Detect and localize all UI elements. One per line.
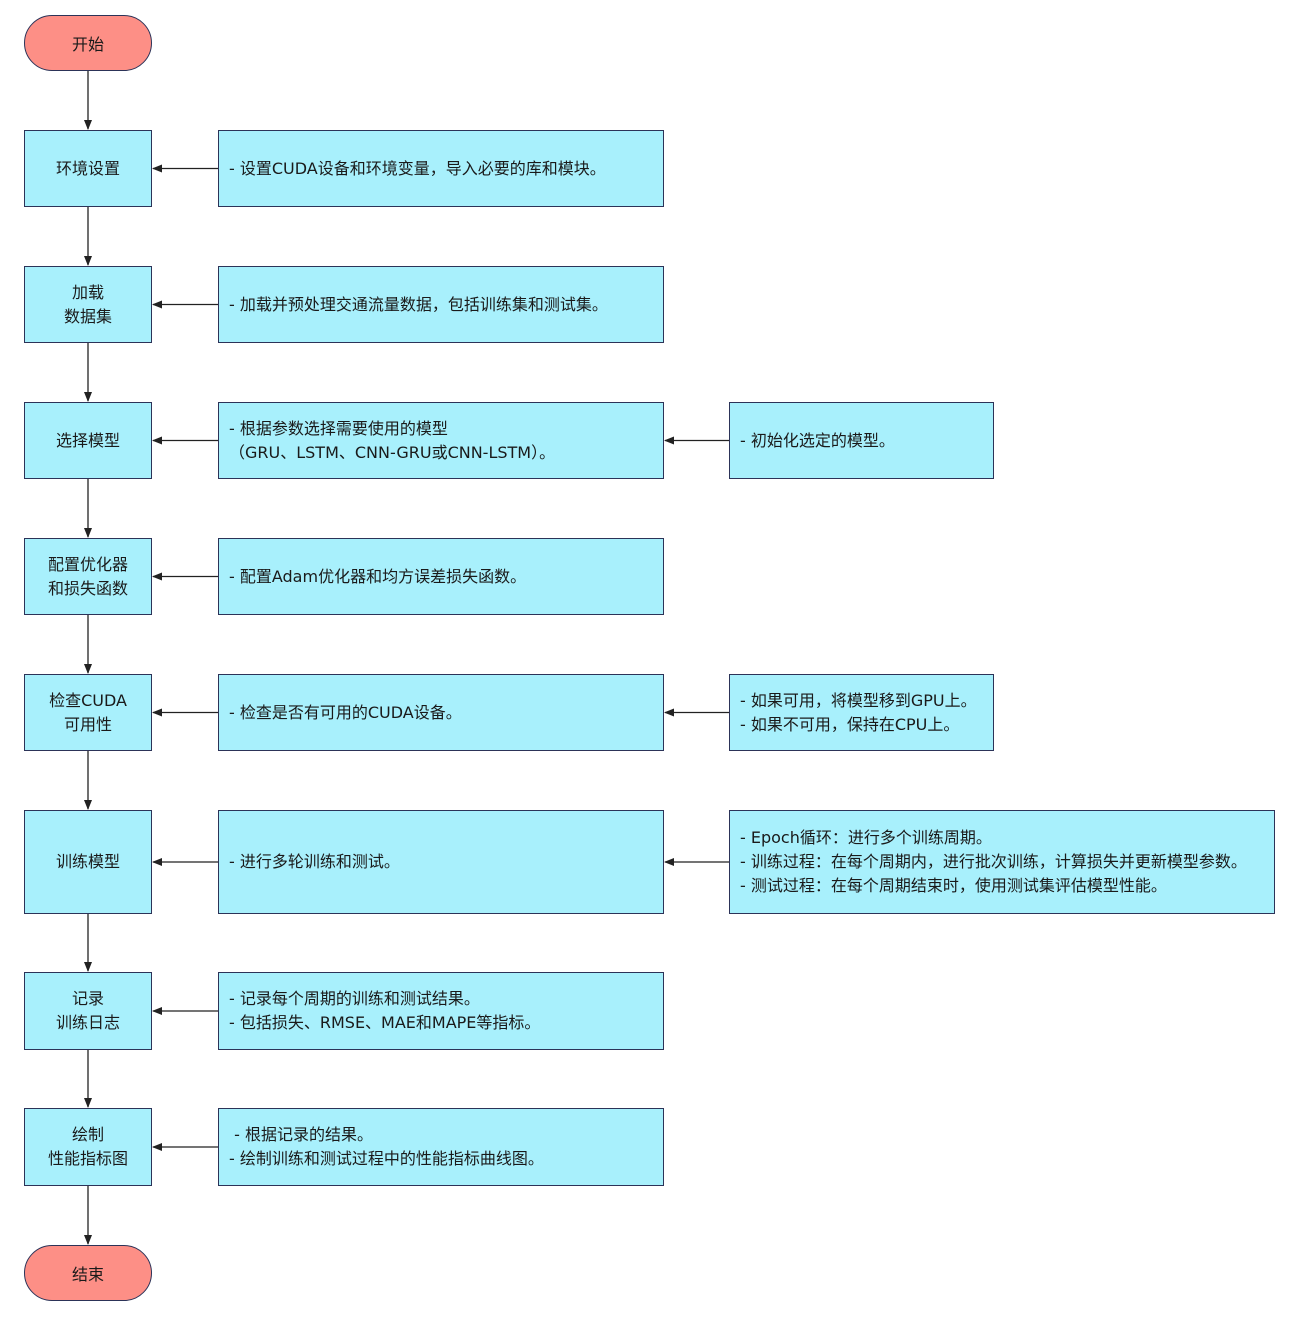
step-detail-box: - 如果可用，将模型移到GPU上。 - 如果不可用，保持在CPU上。 xyxy=(729,674,994,751)
description-line: - 检查是否有可用的CUDA设备。 xyxy=(229,702,462,722)
step-label: 选择模型 xyxy=(55,430,120,450)
step-detail-box: - 初始化选定的模型。 xyxy=(729,402,994,479)
step-description-box: - 进行多轮训练和测试。 xyxy=(218,810,664,914)
start-terminal: 开始 xyxy=(24,15,152,71)
process-step: 选择模型 xyxy=(24,402,152,479)
description-line: - 配置Adam优化器和均方误差损失函数。 xyxy=(229,566,527,586)
process-step: 训练模型 xyxy=(24,810,152,914)
process-step: 绘制 性能指标图 xyxy=(24,1108,152,1186)
description-line: - 如果可用，将模型移到GPU上。 xyxy=(740,690,977,710)
description-line: - 包括损失、RMSE、MAE和MAPE等指标。 xyxy=(229,1013,541,1032)
step-description-box: - 配置Adam优化器和均方误差损失函数。 xyxy=(218,538,664,615)
description-line: - 训练过程：在每个周期内，进行批次训练，计算损失并更新模型参数。 xyxy=(740,852,1247,871)
end-label: 结束 xyxy=(71,1265,104,1284)
description-line: - Epoch循环：进行多个训练周期。 xyxy=(740,828,992,847)
step-description-box: - 检查是否有可用的CUDA设备。 xyxy=(218,674,664,751)
process-step: 配置优化器 和损失函数 xyxy=(24,538,152,615)
process-step: 检查CUDA 可用性 xyxy=(24,674,152,751)
step-label: 加载 数据集 xyxy=(63,282,112,326)
process-step: 加载 数据集 xyxy=(24,266,152,343)
step-description-box: - 加载并预处理交通流量数据，包括训练集和测试集。 xyxy=(218,266,664,343)
description-line: - 根据参数选择需要使用的模型 xyxy=(229,418,448,438)
step-description-box: - 记录每个周期的训练和测试结果。 - 包括损失、RMSE、MAE和MAPE等指标… xyxy=(218,972,664,1050)
description-line: - 测试过程：在每个周期结束时，使用测试集评估模型性能。 xyxy=(740,876,1167,895)
step-label: 配置优化器 和损失函数 xyxy=(47,554,128,598)
description-line: - 设置CUDA设备和环境变量，导入必要的库和模块。 xyxy=(229,158,606,178)
step-description-box: - 设置CUDA设备和环境变量，导入必要的库和模块。 xyxy=(218,130,664,207)
description-line: - 根据记录的结果。 xyxy=(229,1125,373,1144)
process-step: 环境设置 xyxy=(24,130,152,207)
step-label: 环境设置 xyxy=(55,158,120,178)
description-line: - 绘制训练和测试过程中的性能指标曲线图。 xyxy=(229,1149,544,1168)
description-line: （GRU、LSTM、CNN-GRU或CNN-LSTM）。 xyxy=(229,442,556,462)
description-line: - 如果不可用，保持在CPU上。 xyxy=(740,714,960,734)
description-line: - 记录每个周期的训练和测试结果。 xyxy=(229,989,480,1008)
step-label: 记录 训练日志 xyxy=(55,989,120,1032)
step-description-box: - 根据记录的结果。 - 绘制训练和测试过程中的性能指标曲线图。 xyxy=(218,1108,664,1186)
process-step: 记录 训练日志 xyxy=(24,972,152,1050)
description-line: - 进行多轮训练和测试。 xyxy=(229,852,400,871)
start-label: 开始 xyxy=(71,35,104,54)
description-line: - 初始化选定的模型。 xyxy=(740,430,895,450)
step-label: 训练模型 xyxy=(55,852,120,871)
step-label: 检查CUDA 可用性 xyxy=(49,690,127,734)
step-label: 绘制 性能指标图 xyxy=(47,1125,128,1168)
description-line: - 加载并预处理交通流量数据，包括训练集和测试集。 xyxy=(229,294,608,314)
step-description-box: - 根据参数选择需要使用的模型 （GRU、LSTM、CNN-GRU或CNN-LST… xyxy=(218,402,664,479)
step-detail-box: - Epoch循环：进行多个训练周期。 - 训练过程：在每个周期内，进行批次训练，… xyxy=(729,810,1275,914)
end-terminal: 结束 xyxy=(24,1245,152,1301)
